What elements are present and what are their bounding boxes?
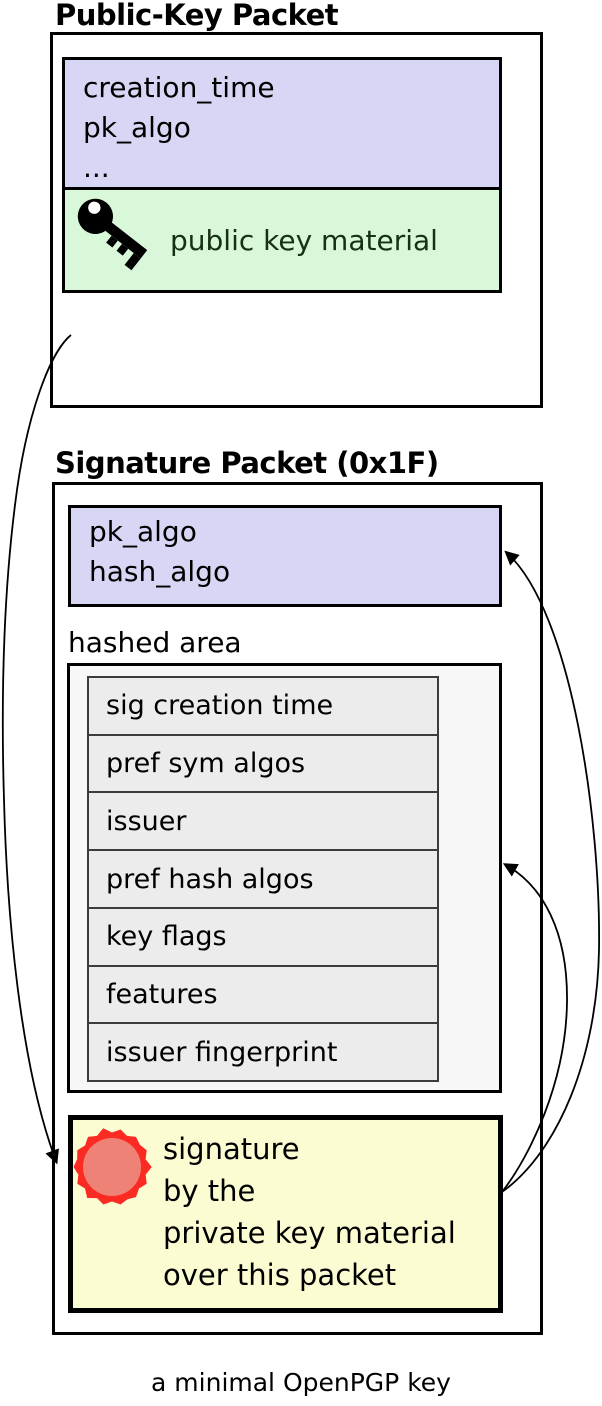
field-creation-time: creation_time [83, 71, 275, 104]
subpacket-row: pref hash algos [89, 851, 437, 909]
signature-packet-title: Signature Packet (0x1F) [55, 446, 439, 480]
hashed-area-label: hashed area [68, 626, 242, 659]
subpacket-label: sig creation time [106, 690, 334, 722]
public-key-header-fields-box: creation_time pk_algo ... [62, 57, 502, 190]
subpacket-label: key flags [106, 921, 227, 953]
subpacket-row: key flags [89, 909, 437, 967]
key-icon [71, 196, 159, 288]
subpacket-row: issuer [89, 793, 437, 852]
field-ellipsis: ... [83, 151, 110, 184]
subpacket-row: pref sym algos [89, 736, 437, 794]
subpacket-label: pref hash algos [106, 863, 314, 895]
seal-icon [72, 1127, 152, 1211]
signature-line: over this packet [163, 1258, 397, 1292]
field-pk-algo: pk_algo [83, 111, 191, 144]
subpacket-row: features [89, 967, 437, 1025]
public-key-packet-title: Public-Key Packet [55, 0, 339, 32]
signature-algo-box: pk_algo hash_algo [68, 505, 502, 607]
subpacket-row: sig creation time [89, 678, 437, 736]
signature-line: signature [163, 1132, 300, 1166]
hashed-subpacket-table: sig creation time pref sym algos issuer … [87, 676, 439, 1082]
public-key-material-box: public key material [62, 187, 502, 293]
public-key-material-label: public key material [170, 223, 438, 257]
subpacket-row: issuer fingerprint [89, 1024, 437, 1080]
subpacket-label: issuer [106, 805, 187, 837]
signature-description: signature by the private key material ov… [163, 1128, 456, 1296]
subpacket-label: pref sym algos [106, 748, 306, 780]
subpacket-label: issuer fingerprint [106, 1036, 338, 1068]
signature-line: private key material [163, 1216, 456, 1250]
field-sig-hash-algo: hash_algo [89, 555, 231, 588]
diagram-caption: a minimal OpenPGP key [151, 1368, 451, 1397]
subpacket-label: features [106, 978, 218, 1010]
signature-line: by the [163, 1174, 256, 1208]
field-sig-pk-algo: pk_algo [89, 515, 197, 548]
